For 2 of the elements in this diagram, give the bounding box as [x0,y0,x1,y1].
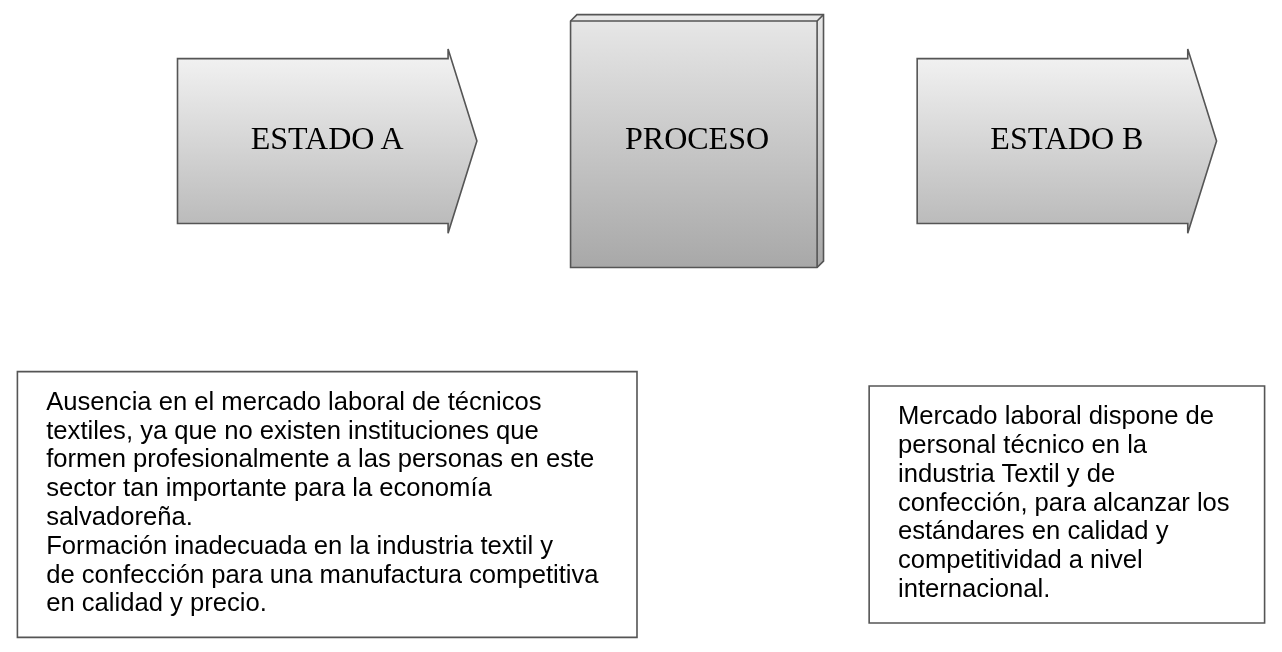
node-box: Ausencia en el mercado laboral de técnicos textiles, ya que no existen instituciones que formen profesionalmente a las personas en este sector tan importante para la economía salvadoreña. Formación inadecuada en la industria textil y de confección para una manufactura competitiva en calidad y precio. [16,370,638,639]
node-box: Mercado laboral dispone de personal técnico en la industria Textil y de confección, para alcanzar los estándares en calidad y competitividad a nivel internacional. [868,385,1266,624]
